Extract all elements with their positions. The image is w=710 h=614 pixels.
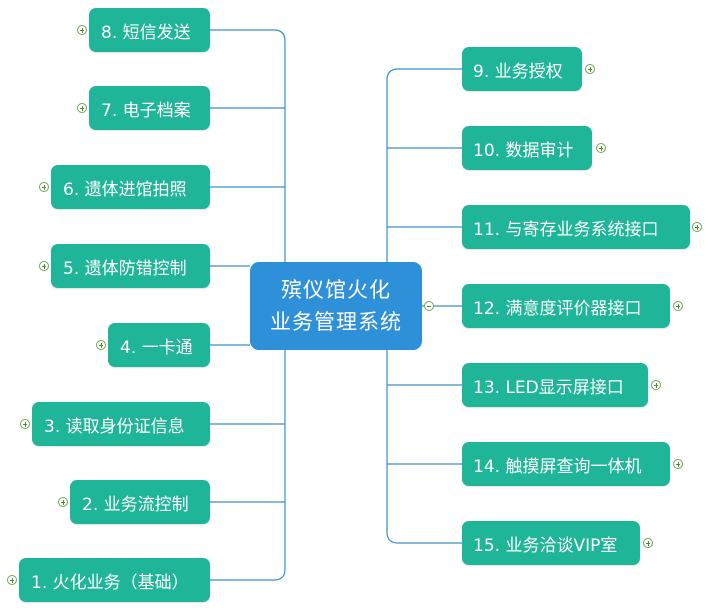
- node-e-archive[interactable]: 7. 电子档案: [89, 86, 210, 130]
- expand-icon[interactable]: [20, 419, 30, 429]
- central-topic-line2: 业务管理系统: [270, 310, 402, 334]
- central-topic-line1: 殡仪馆火化: [281, 278, 391, 302]
- node-authorization[interactable]: 9. 业务授权: [462, 47, 582, 91]
- node-id-card-read[interactable]: 3. 读取身份证信息: [32, 402, 210, 446]
- node-label: 6. 遗体进馆拍照: [63, 179, 187, 200]
- node-label: 8. 短信发送: [101, 22, 191, 43]
- node-label: 15. 业务洽谈VIP室: [473, 535, 618, 556]
- expand-icon[interactable]: [643, 538, 653, 548]
- expand-icon[interactable]: [596, 143, 606, 153]
- expand-icon[interactable]: [39, 182, 49, 192]
- node-error-control[interactable]: 5. 遗体防错控制: [51, 244, 210, 288]
- node-cremation-basic[interactable]: 1. 火化业务（基础）: [19, 558, 210, 602]
- node-label: 3. 读取身份证信息: [44, 416, 185, 437]
- node-label: 4. 一卡通: [120, 337, 193, 358]
- node-satisfaction-interface[interactable]: 12. 满意度评价器接口: [462, 284, 670, 328]
- node-led-interface[interactable]: 13. LED显示屏接口: [462, 363, 648, 407]
- expand-icon[interactable]: [39, 261, 49, 271]
- node-label: 10. 数据审计: [473, 140, 574, 161]
- central-topic[interactable]: 殡仪馆火化 业务管理系统: [250, 262, 422, 350]
- node-label: 11. 与寄存业务系统接口: [473, 219, 659, 240]
- node-label: 9. 业务授权: [473, 61, 563, 82]
- node-sms-send[interactable]: 8. 短信发送: [89, 8, 210, 52]
- expand-icon[interactable]: [673, 459, 683, 469]
- expand-icon[interactable]: [7, 575, 17, 585]
- expand-icon[interactable]: [77, 103, 87, 113]
- expand-icon[interactable]: [77, 25, 87, 35]
- node-one-card[interactable]: 4. 一卡通: [108, 323, 210, 367]
- collapse-icon[interactable]: [424, 301, 434, 311]
- node-label: 7. 电子档案: [101, 100, 191, 121]
- node-flow-control[interactable]: 2. 业务流控制: [70, 480, 210, 524]
- node-data-audit[interactable]: 10. 数据审计: [462, 126, 592, 170]
- expand-icon[interactable]: [673, 301, 683, 311]
- node-label: 12. 满意度评价器接口: [473, 298, 642, 319]
- expand-icon[interactable]: [692, 222, 702, 232]
- expand-icon[interactable]: [651, 380, 661, 390]
- node-body-photo[interactable]: 6. 遗体进馆拍照: [51, 165, 210, 209]
- node-vip-room[interactable]: 15. 业务洽谈VIP室: [462, 521, 640, 565]
- node-label: 14. 触摸屏查询一体机: [473, 456, 642, 477]
- node-label: 2. 业务流控制: [82, 494, 189, 515]
- expand-icon[interactable]: [585, 64, 595, 74]
- node-label: 13. LED显示屏接口: [473, 377, 624, 398]
- node-label: 1. 火化业务（基础）: [31, 572, 189, 593]
- node-storage-interface[interactable]: 11. 与寄存业务系统接口: [462, 205, 690, 249]
- expand-icon[interactable]: [96, 340, 106, 350]
- node-touchscreen-kiosk[interactable]: 14. 触摸屏查询一体机: [462, 442, 670, 486]
- node-label: 5. 遗体防错控制: [63, 258, 187, 279]
- expand-icon[interactable]: [58, 497, 68, 507]
